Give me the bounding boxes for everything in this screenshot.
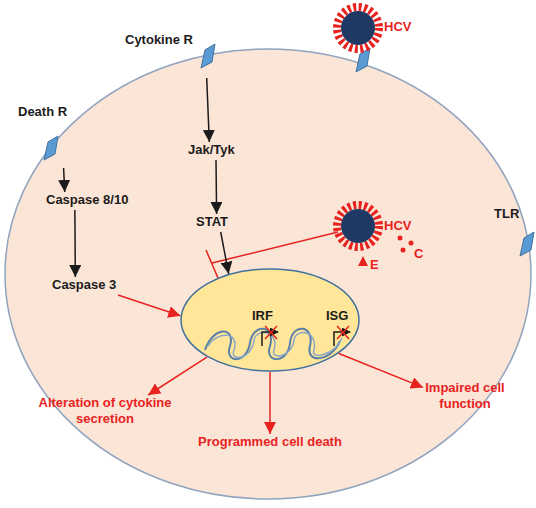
node-text: STAT: [196, 214, 242, 230]
node-text: Caspase 8/10: [46, 192, 142, 208]
inhibition-bar: [206, 250, 218, 278]
cytokine-receptor: [201, 44, 215, 68]
core-protein: [409, 241, 414, 246]
outcome-text: Alteration of cytokine secretion: [25, 395, 185, 431]
virus-core: [341, 209, 375, 243]
pathway-arrow: [64, 168, 65, 192]
node-text: Cytokine R: [125, 32, 220, 48]
pathway-step: STAT: [196, 214, 242, 232]
node-text: Jak/Tyk: [188, 142, 250, 158]
node-text: IRF: [252, 308, 273, 324]
outcome-text: Programmed cell death: [180, 434, 360, 452]
pathway-arrow: [339, 354, 423, 388]
pathway-step: Caspase 3: [52, 277, 130, 295]
protein-label: E: [370, 257, 379, 273]
cell-membrane: [5, 49, 531, 499]
virus-label: HCV: [384, 218, 424, 236]
inhibition-line: [212, 232, 338, 263]
block-cross: [337, 326, 349, 339]
pathway-arrow: [118, 295, 180, 316]
node-text: HCV: [384, 19, 424, 35]
core-protein: [401, 248, 406, 253]
pathway-arrow: [207, 78, 210, 142]
virus-label: HCV: [384, 19, 424, 37]
core-protein: [398, 236, 403, 241]
virus-core: [341, 11, 375, 45]
node-text: ISG: [326, 308, 348, 324]
block-cross: [265, 326, 277, 339]
pathway-arrow: [74, 210, 76, 277]
outcome-text: Impaired cell function: [423, 380, 507, 416]
pathway-step: Caspase 8/10: [46, 192, 142, 210]
nucleus-shape: [181, 269, 359, 371]
node-text: Alteration of cytokine secretion: [25, 395, 185, 427]
death-receptor: [44, 136, 58, 160]
block-cross: [265, 326, 277, 339]
receptor-label: Death R: [18, 104, 98, 168]
node-text: HCV: [384, 218, 424, 234]
node-text: TLR: [494, 206, 534, 222]
node-text: Death R: [18, 104, 98, 120]
transcription-arrow: [334, 332, 350, 346]
dna-strand: [205, 329, 340, 359]
node-text: Impaired cell function: [423, 380, 507, 412]
envelope-protein: [358, 256, 368, 266]
node-text: Caspase 3: [52, 277, 130, 293]
virus-spikes: [337, 205, 379, 247]
receptor-label: Cytokine R: [125, 32, 220, 78]
nucleus: IRF ISG: [180, 268, 360, 372]
transcription-arrow: [262, 332, 278, 346]
pathway-arrow: [148, 357, 207, 395]
receptor-label: TLR: [494, 206, 534, 256]
pathway-arrow: [269, 372, 271, 434]
dna-strand: [208, 333, 342, 358]
virus-spikes: [337, 7, 379, 49]
node-text: Programmed cell death: [180, 434, 360, 450]
pathway-arrow: [221, 232, 229, 274]
protein-label: C: [414, 246, 423, 262]
block-cross: [337, 326, 349, 339]
pathway-step: Jak/Tyk: [188, 142, 250, 160]
toll-like-receptor: [520, 232, 534, 256]
pathway-arrow: [215, 160, 217, 214]
